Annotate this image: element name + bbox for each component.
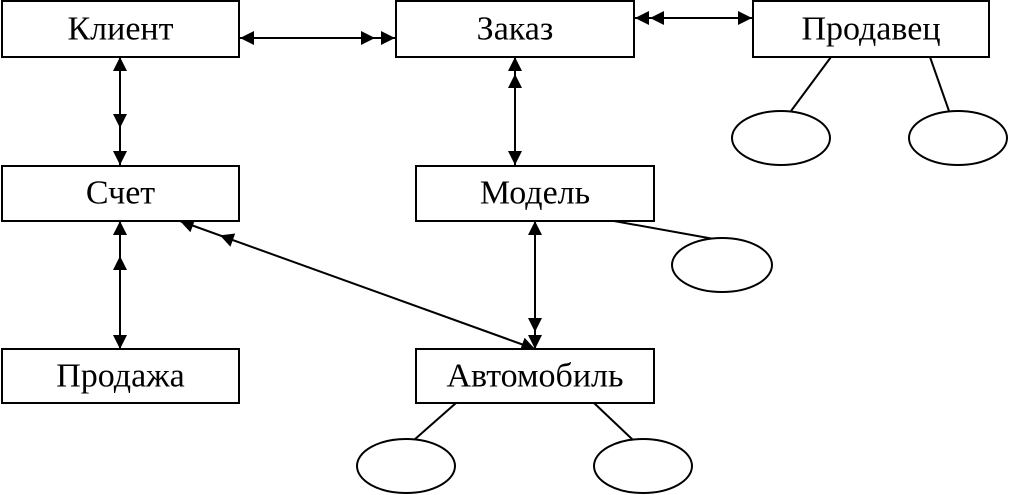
link-client-order bbox=[240, 31, 395, 45]
entity-sale-label: Продажа bbox=[56, 358, 185, 395]
car-attr-line-1 bbox=[413, 402, 457, 441]
entity-seller-label: Продавец bbox=[801, 11, 940, 48]
entity-seller: Продавец bbox=[752, 0, 990, 58]
link-model-car bbox=[528, 221, 542, 349]
entity-car-label: Автомобиль bbox=[446, 358, 623, 395]
seller-attribute-2 bbox=[908, 110, 1008, 166]
entity-client-label: Клиент bbox=[68, 11, 174, 48]
seller-attr-line-2 bbox=[929, 56, 950, 112]
car-attribute-1 bbox=[356, 438, 456, 494]
link-invoice-car bbox=[179, 219, 536, 351]
seller-attribute-1 bbox=[731, 110, 831, 166]
link-invoice-sale bbox=[113, 221, 127, 349]
model-attr-line bbox=[613, 220, 715, 240]
link-order-model bbox=[508, 57, 522, 165]
entity-client: Клиент bbox=[1, 0, 240, 58]
car-attr-line-2 bbox=[593, 402, 634, 441]
entity-model-label: Модель bbox=[480, 175, 590, 212]
seller-attr-line-1 bbox=[790, 56, 832, 112]
entity-invoice-label: Счет bbox=[86, 175, 155, 212]
car-attribute-2 bbox=[593, 438, 693, 494]
link-client-invoice bbox=[113, 57, 127, 165]
entity-order: Заказ bbox=[395, 0, 635, 58]
link-order-seller bbox=[635, 11, 752, 25]
entity-sale: Продажа bbox=[1, 348, 240, 404]
entity-car: Автомобиль bbox=[415, 348, 655, 404]
entity-order-label: Заказ bbox=[477, 11, 554, 48]
entity-model: Модель bbox=[415, 165, 655, 222]
entity-invoice: Счет bbox=[1, 165, 240, 222]
model-attribute bbox=[671, 237, 773, 293]
